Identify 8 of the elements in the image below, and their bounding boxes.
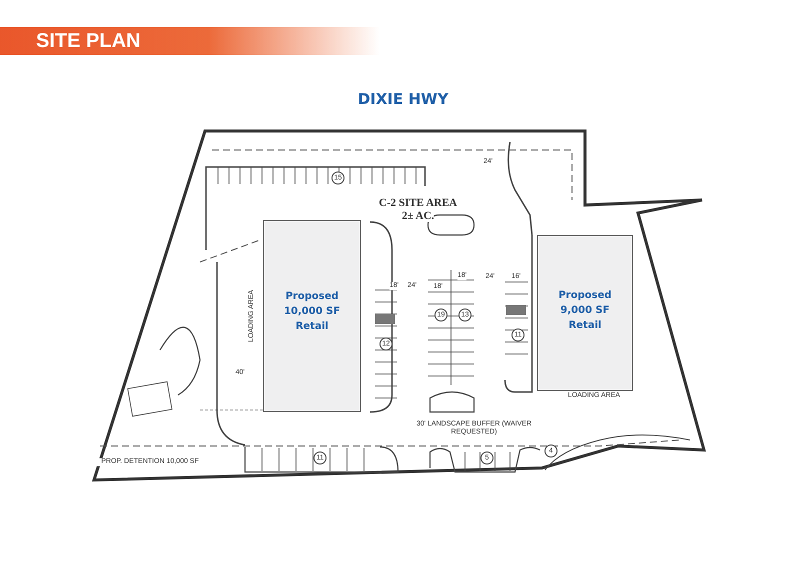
building-label: Proposed 10,000 SF Retail [282, 290, 342, 334]
building-label: Proposed 9,000 SF Retail [557, 289, 613, 333]
site-area-label: C-2 SITE AREA [378, 196, 458, 210]
building-footprint [263, 220, 361, 412]
street-name: DIXIE HWY [358, 90, 448, 108]
site-area-label: 2± AC. [402, 210, 434, 222]
title-banner: SITE PLAN [0, 27, 380, 55]
building-footprint [537, 235, 633, 391]
